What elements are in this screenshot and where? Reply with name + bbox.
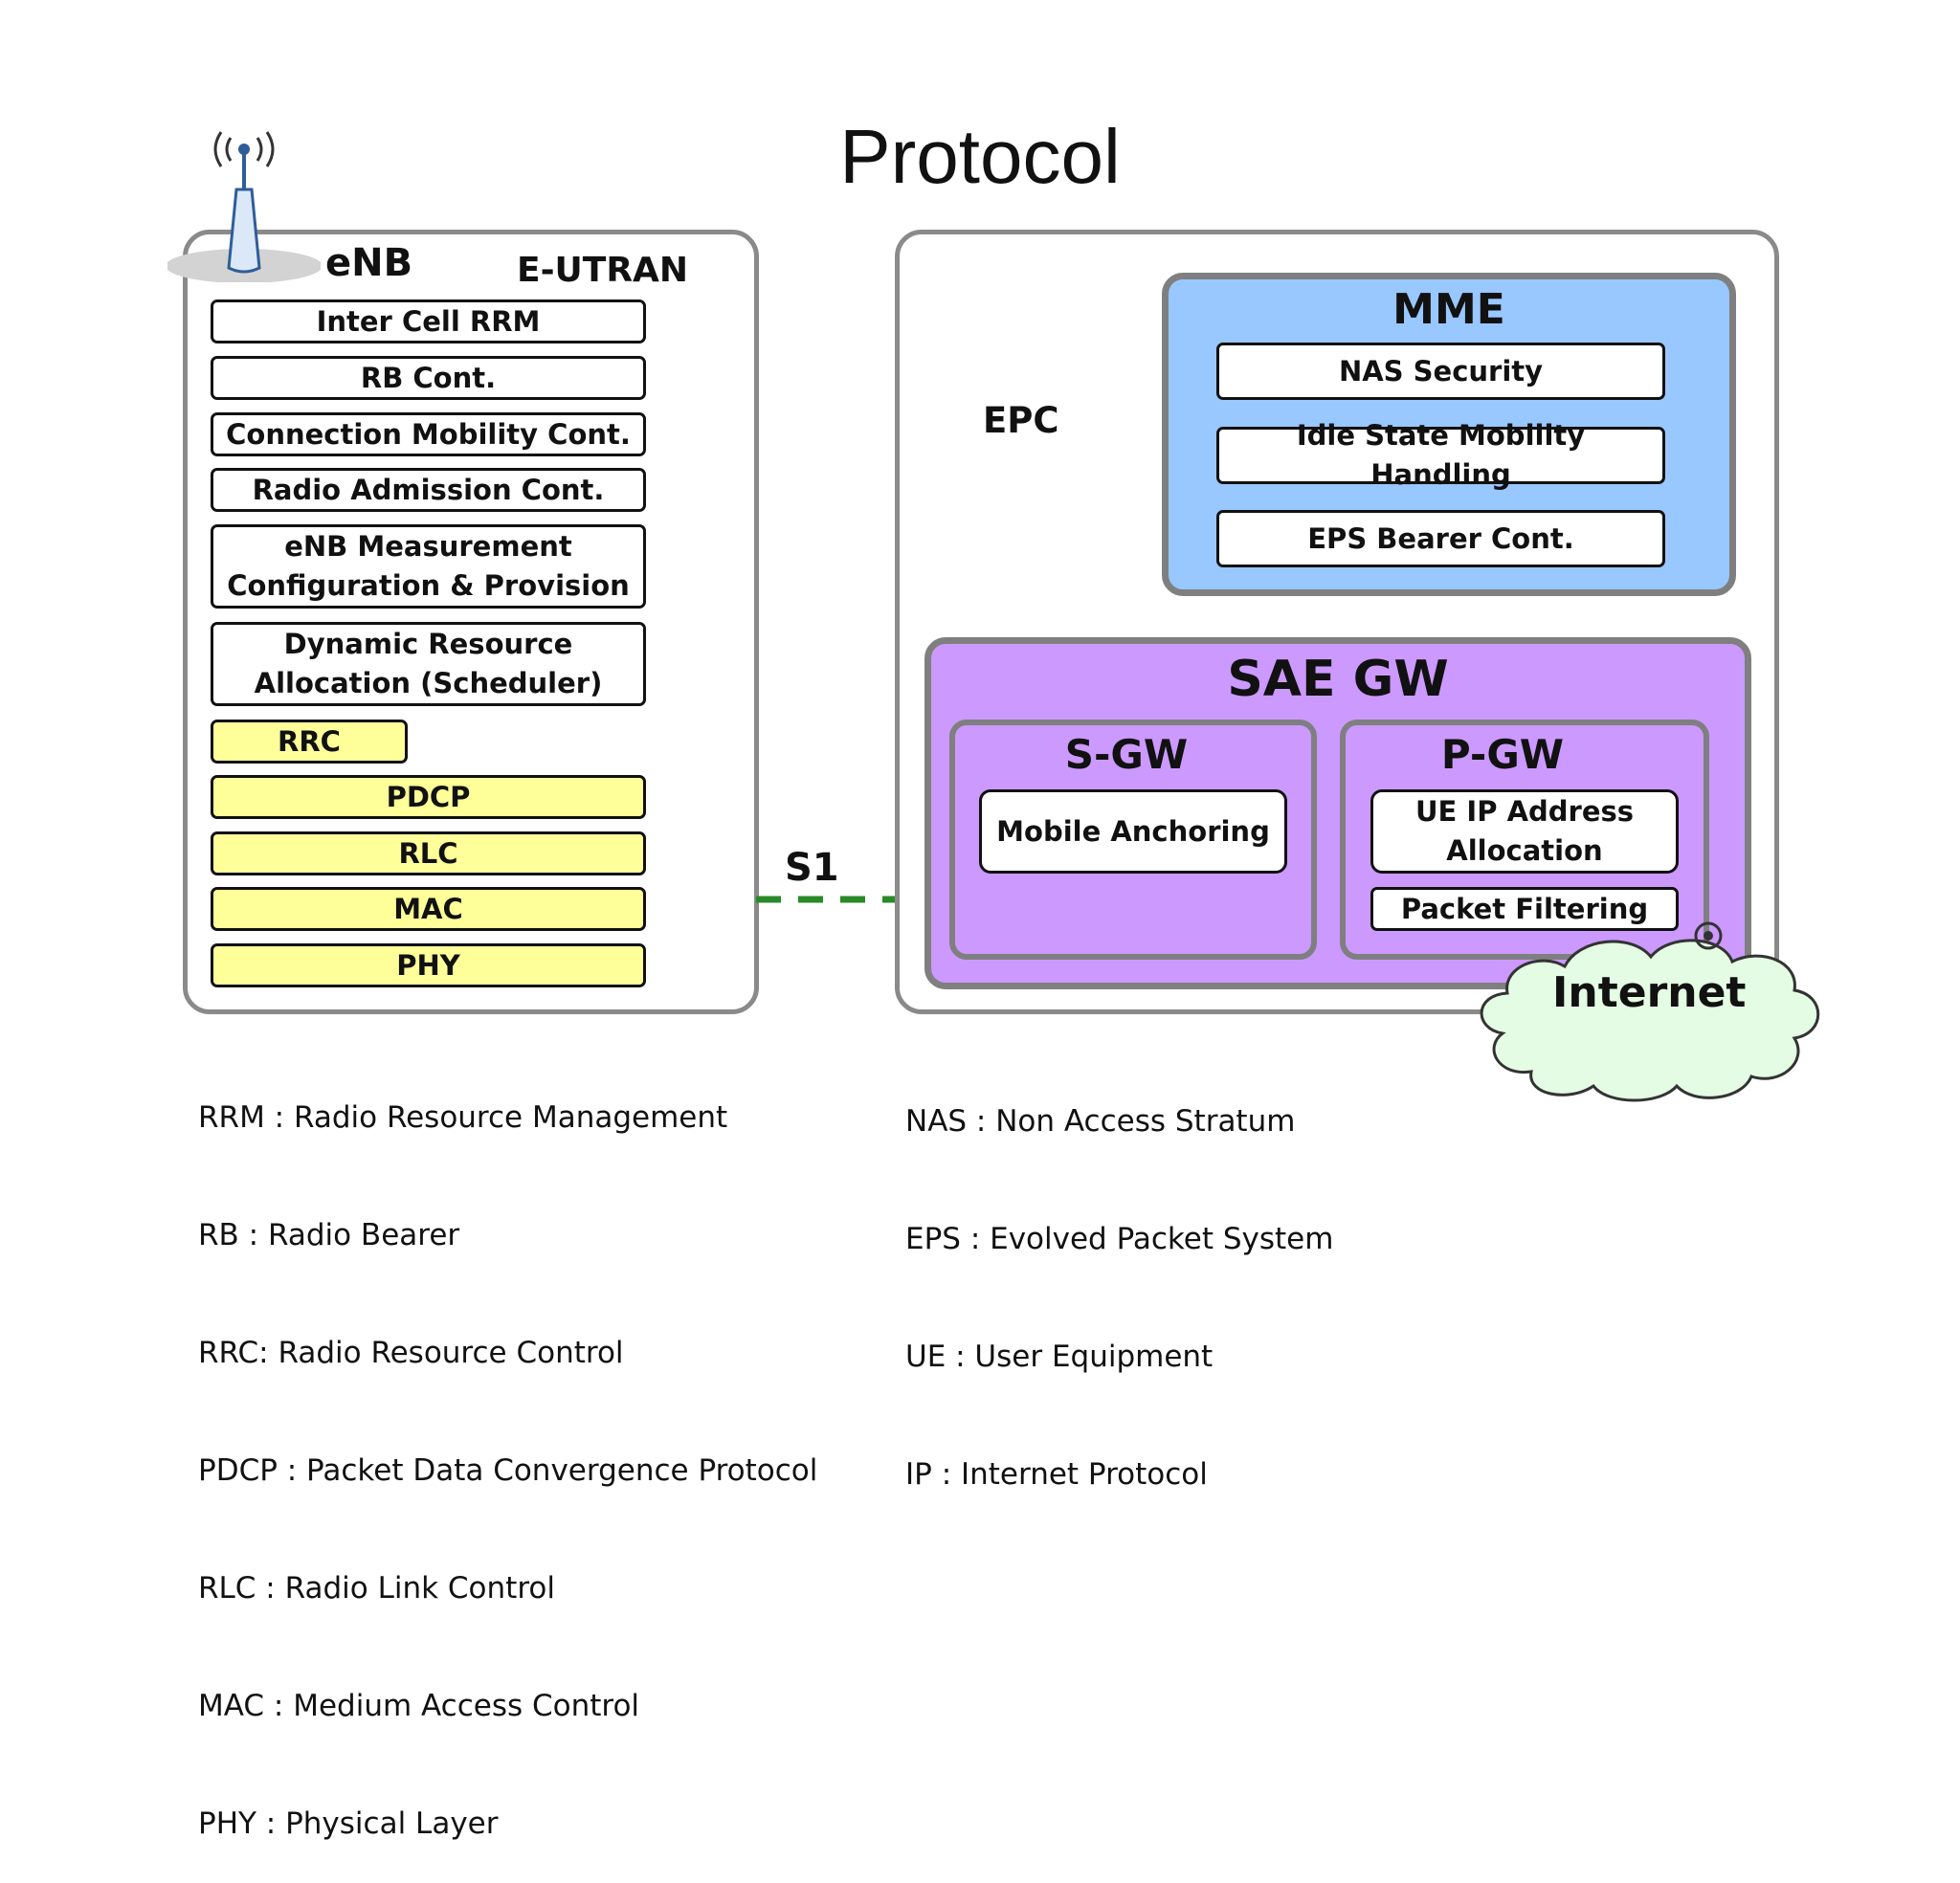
mme-function-box: Idle State Mobility Handling	[1216, 419, 1665, 491]
mme-function-box: EPS Bearer Cont.	[1216, 510, 1665, 567]
pgw-function-box: Packet Filtering	[1370, 887, 1679, 931]
enb-function-box: Dynamic Resource Allocation (Scheduler)	[211, 622, 646, 706]
enb-function-box: eNB Measurement Configuration & Provisio…	[211, 524, 646, 609]
s1-interface-line	[756, 896, 898, 903]
legend-item: EPS : Evolved Packet System	[905, 1222, 1334, 1256]
legend-item: RRM : Radio Resource Management	[198, 1100, 728, 1135]
antenna-tower-icon	[167, 131, 321, 282]
epc-label: EPC	[983, 400, 1059, 441]
sgw-function-box: Mobile Anchoring	[979, 789, 1287, 874]
pgw-function-box: UE IP Address Allocation	[1370, 789, 1679, 874]
internet-cloud-icon	[1480, 921, 1820, 1102]
layer-rrc: RRC	[211, 720, 408, 764]
internet-label: Internet	[1552, 968, 1747, 1017]
layer-pdcp: PDCP	[211, 775, 646, 819]
legend-item: RRC: Radio Resource Control	[198, 1336, 624, 1370]
layer-mac: MAC	[211, 887, 646, 931]
sae-gw-label: SAE GW	[1227, 651, 1449, 708]
e-utran-label: E-UTRAN	[517, 251, 689, 290]
layer-phy: PHY	[211, 943, 646, 987]
mme-function-box: NAS Security	[1216, 343, 1665, 400]
s1-label: S1	[785, 846, 839, 890]
diagram-title: Protocol	[839, 114, 1121, 199]
mme-label: MME	[1392, 285, 1505, 334]
legend-item: RB : Radio Bearer	[198, 1218, 460, 1252]
legend-item: PHY : Physical Layer	[198, 1806, 499, 1841]
legend-item: PDCP : Packet Data Convergence Protocol	[198, 1453, 818, 1488]
legend-item: UE : User Equipment	[905, 1340, 1214, 1374]
enb-label: eNB	[325, 241, 413, 285]
legend-item: IP : Internet Protocol	[905, 1457, 1208, 1492]
enb-function-box: RB Cont.	[211, 356, 646, 400]
legend-item: NAS : Non Access Stratum	[905, 1104, 1296, 1139]
enb-function-box: Radio Admission Cont.	[211, 468, 646, 512]
p-gw-label: P-GW	[1440, 731, 1565, 778]
s-gw-label: S-GW	[1064, 731, 1189, 778]
enb-function-box: Connection Mobility Cont.	[211, 412, 646, 456]
layer-rlc: RLC	[211, 831, 646, 875]
legend-left: RRM : Radio Resource Management RB : Rad…	[198, 1020, 817, 1883]
legend-item: MAC : Medium Access Control	[198, 1689, 640, 1723]
legend-item: RLC : Radio Link Control	[198, 1571, 555, 1606]
legend-right: NAS : Non Access Stratum EPS : Evolved P…	[905, 1024, 1333, 1534]
enb-function-box: Inter Cell RRM	[211, 299, 646, 343]
